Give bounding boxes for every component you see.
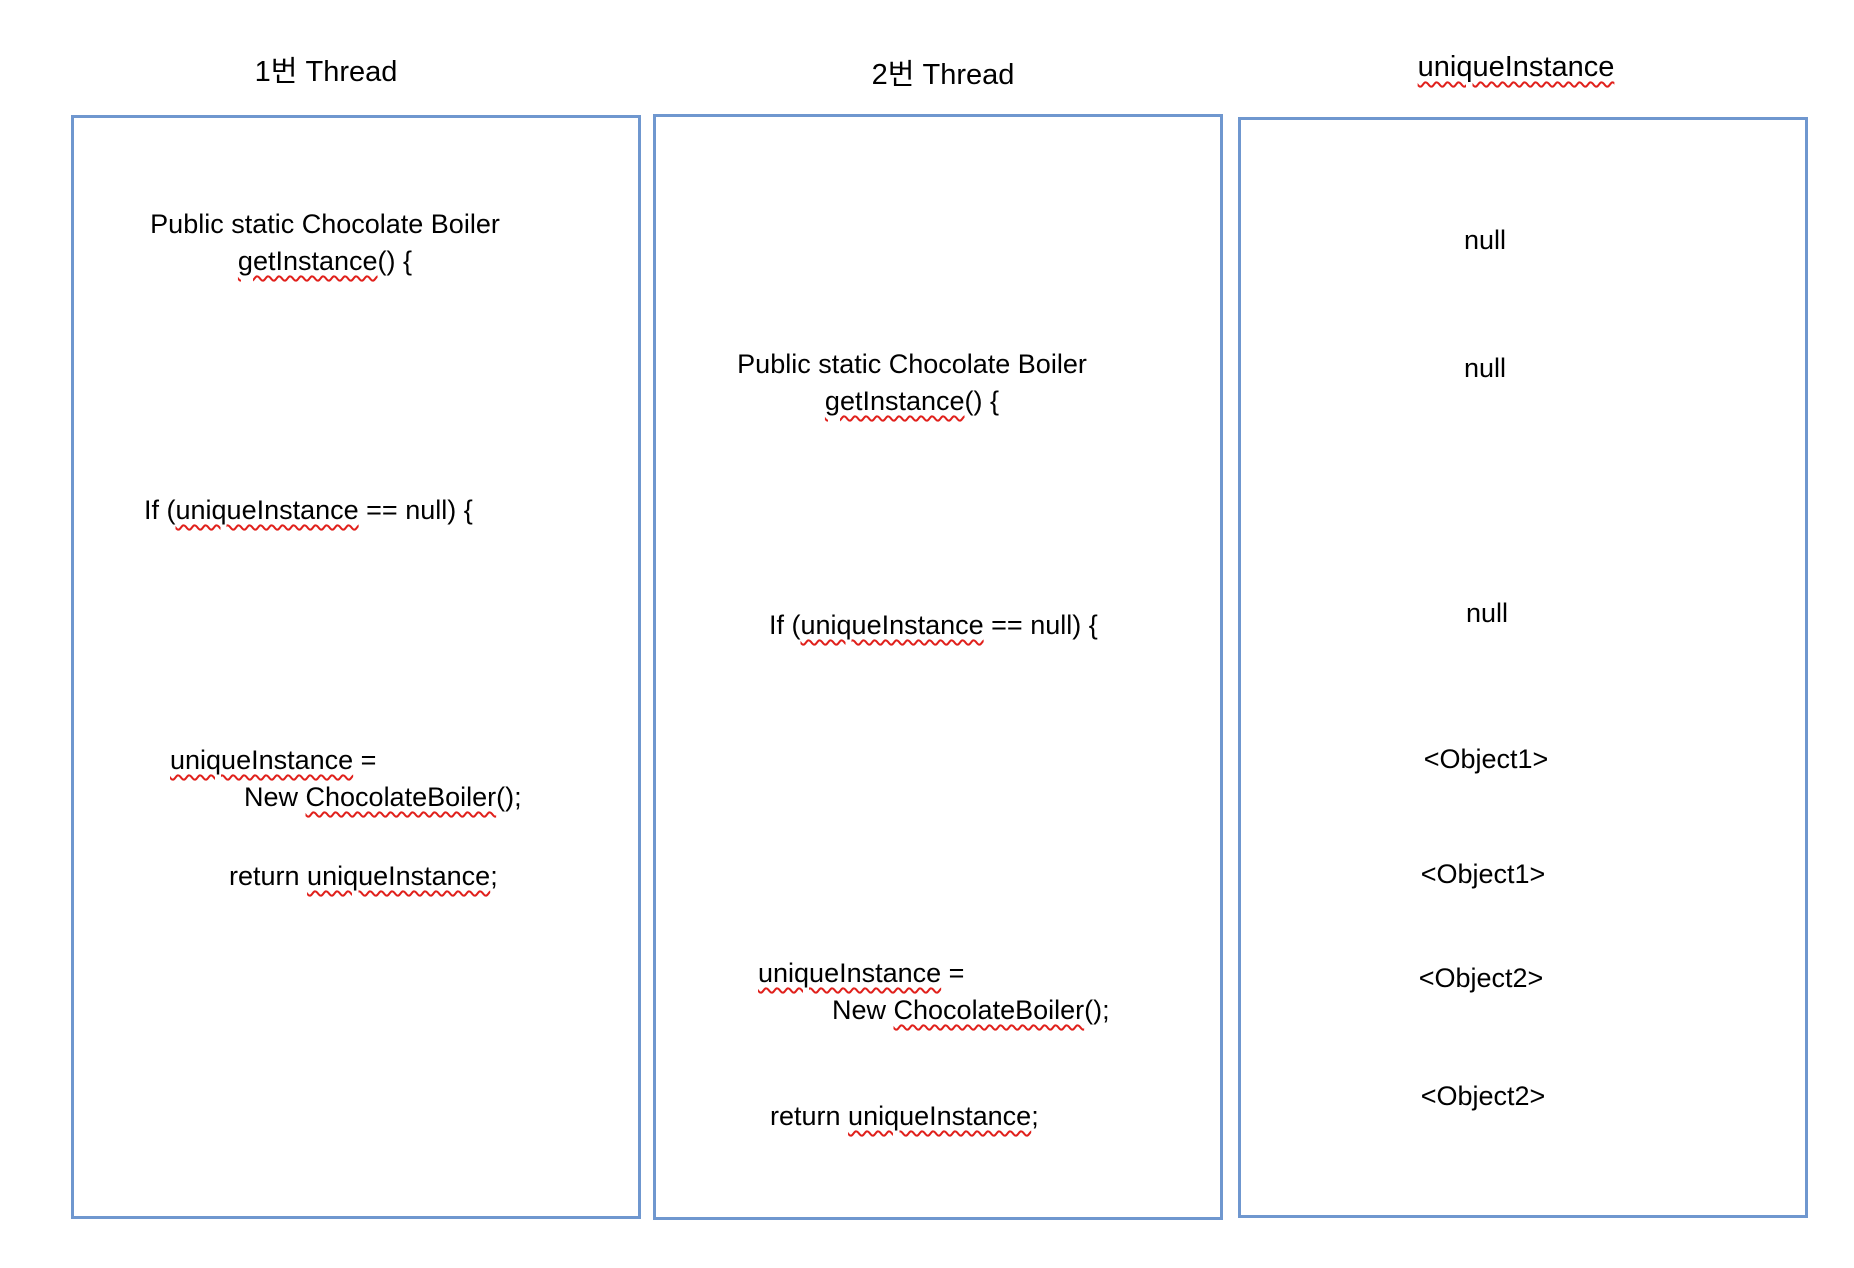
thread2-return-semicolon: ; — [1031, 1101, 1039, 1131]
thread2-if-condition: == null) { — [983, 610, 1098, 640]
thread1-method-line1: Public static Chocolate Boiler — [150, 209, 500, 239]
thread1-assign-statement: uniqueInstance = New ChocolateBoiler(); — [170, 742, 522, 816]
thread1-method-line2: getInstance() { — [150, 243, 500, 280]
thread1-return-statement: return uniqueInstance; — [229, 858, 498, 895]
thread1-getinstance-token: getInstance — [237, 246, 378, 276]
thread2-return-statement: return uniqueInstance; — [770, 1098, 1039, 1135]
unique-instance-panel — [1238, 117, 1808, 1218]
thread1-return-variable: uniqueInstance — [307, 861, 491, 891]
thread1-new-keyword: New — [244, 782, 306, 812]
thread1-assign-line2: New ChocolateBoiler(); — [170, 779, 522, 816]
thread1-assign-variable: uniqueInstance — [170, 745, 354, 775]
thread2-new-class: ChocolateBoiler — [893, 995, 1085, 1025]
thread2-header: 2번 Thread — [871, 59, 1015, 91]
thread1-method-brace: () { — [377, 246, 413, 276]
instance-value: null — [1463, 353, 1507, 383]
thread2-assign-operator: = — [941, 958, 965, 988]
thread2-method-line1: Public static Chocolate Boiler — [737, 349, 1087, 379]
thread2-method-signature: Public static Chocolate Boiler getInstan… — [737, 346, 1087, 420]
thread1-assign-line1: uniqueInstance = — [170, 742, 522, 779]
thread1-method-signature: Public static Chocolate Boiler getInstan… — [150, 206, 500, 280]
thread1-if-variable: uniqueInstance — [175, 495, 359, 525]
instance-value: null — [1463, 225, 1507, 255]
thread2-return-variable: uniqueInstance — [848, 1101, 1032, 1131]
thread2-if-variable: uniqueInstance — [800, 610, 984, 640]
thread2-assign-statement: uniqueInstance = New ChocolateBoiler(); — [758, 955, 1110, 1029]
instance-value: <Object1> — [1420, 859, 1546, 889]
thread2-assign-line1: uniqueInstance = — [758, 955, 1110, 992]
thread2-new-keyword: New — [832, 995, 894, 1025]
unique-instance-header: uniqueInstance — [1417, 51, 1615, 83]
thread2-if-statement: If (uniqueInstance == null) { — [769, 607, 1098, 644]
thread2-assign-variable: uniqueInstance — [758, 958, 942, 988]
thread2-return-keyword: return — [770, 1101, 849, 1131]
instance-value: <Object2> — [1420, 1081, 1546, 1111]
thread1-assign-operator: = — [353, 745, 377, 775]
thread1-header: 1번 Thread — [254, 56, 398, 88]
thread1-new-class: ChocolateBoiler — [305, 782, 497, 812]
instance-value: null — [1465, 598, 1509, 628]
thread1-return-keyword: return — [229, 861, 308, 891]
thread2-method-brace: () { — [964, 386, 1000, 416]
instance-value: <Object1> — [1423, 744, 1549, 774]
thread1-return-semicolon: ; — [490, 861, 498, 891]
thread2-getinstance-token: getInstance — [824, 386, 965, 416]
thread2-assign-line2: New ChocolateBoiler(); — [758, 992, 1110, 1029]
thread1-panel — [71, 115, 641, 1219]
thread2-method-line2: getInstance() { — [737, 383, 1087, 420]
thread1-if-statement: If (uniqueInstance == null) { — [144, 492, 473, 529]
thread2-panel — [653, 114, 1223, 1220]
thread2-new-parens: (); — [1084, 995, 1110, 1025]
instance-value: <Object2> — [1418, 963, 1544, 993]
thread1-new-parens: (); — [496, 782, 522, 812]
thread1-if-condition: == null) { — [358, 495, 473, 525]
thread1-if-keyword: If ( — [144, 495, 176, 525]
thread2-if-keyword: If ( — [769, 610, 801, 640]
